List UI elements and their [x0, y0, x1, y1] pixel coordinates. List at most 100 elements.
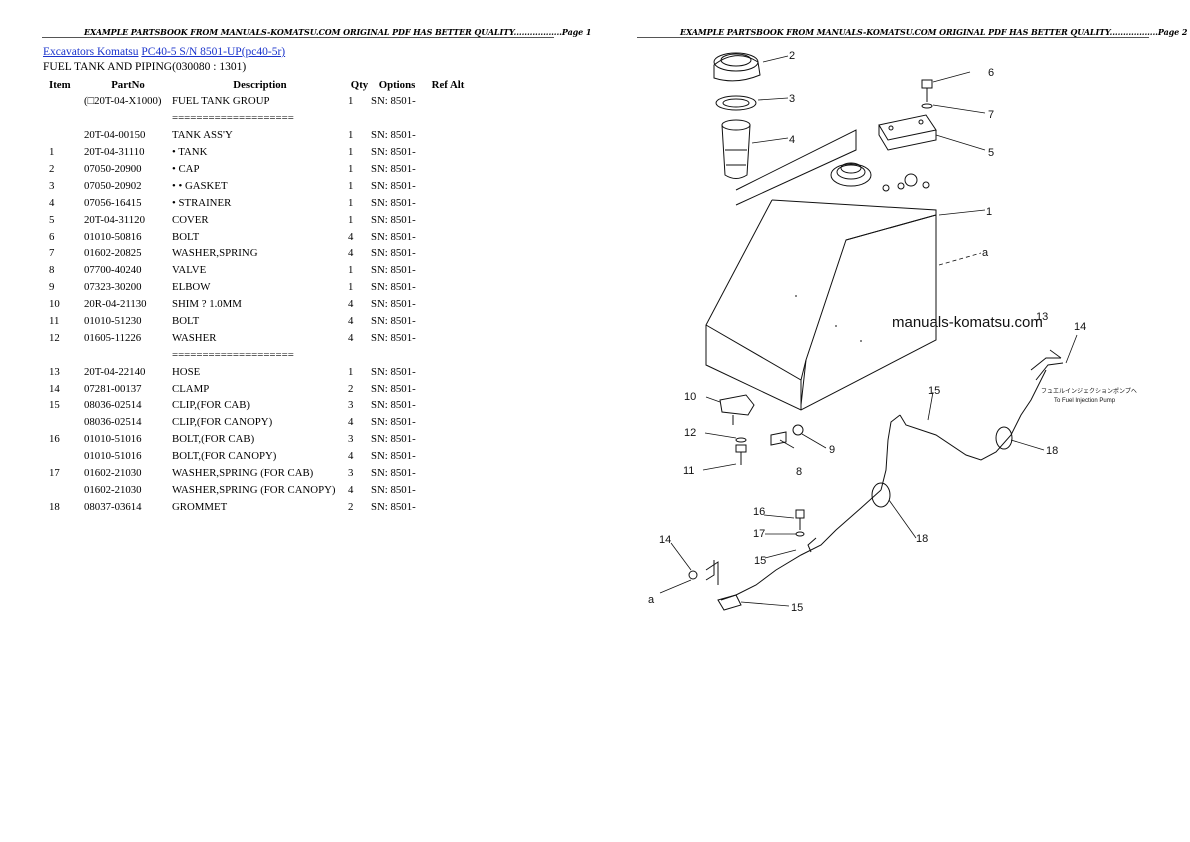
partno-cell: 20T-04-31110 — [84, 146, 145, 159]
refalt-cell — [423, 127, 473, 144]
col-header-partno: PartNo — [111, 78, 145, 91]
item-cell: 9 — [49, 281, 55, 294]
description-cell: CLIP,(FOR CANOPY) — [172, 416, 273, 429]
callout-12: 12 — [684, 427, 696, 439]
item-cell: 4 — [49, 196, 55, 209]
description-cell: WASHER,SPRING (FOR CANOPY) — [172, 483, 336, 496]
breadcrumb: Excavators Komatsu PC40-5 S/N 8501-UP(pc… — [43, 46, 285, 58]
options-cell: SN: 8501- — [371, 264, 416, 277]
qty-cell: 1 — [348, 95, 354, 108]
qty-cell: 2 — [348, 500, 354, 513]
partno-cell: 07050-20900 — [84, 163, 142, 175]
col-header-qty: Qty — [350, 78, 369, 91]
item-cell: 2 — [49, 163, 55, 175]
options-cell: SN: 8501- — [371, 281, 416, 294]
qty-cell: 2 — [348, 382, 354, 395]
partno-cell: 01010-51016 — [84, 450, 142, 463]
description-cell: BOLT,(FOR CAB) — [172, 433, 255, 446]
item-cell — [43, 127, 84, 144]
refalt-cell — [423, 144, 473, 161]
refalt-cell — [423, 245, 473, 262]
breadcrumb-link-excavators[interactable]: Excavators Komatsu — [43, 46, 139, 58]
qty-cell: 1 — [348, 281, 354, 294]
qty-cell: 1 — [348, 365, 354, 378]
breadcrumb-link-model[interactable]: PC40-5 S/N 8501-UP(pc40-5r) — [141, 46, 286, 58]
options-cell: SN: 8501- — [371, 433, 416, 446]
partno-cell: 20T-04-00150 — [84, 129, 146, 142]
item-cell: 13 — [49, 365, 60, 378]
qty-cell: 3 — [348, 399, 354, 412]
partno-cell — [84, 346, 172, 363]
description-cell: SHIM ? 1.0MM — [172, 298, 242, 311]
fuel-hose-drawing — [688, 357, 1064, 611]
refalt-cell — [423, 110, 473, 127]
partno-cell: 07323-30200 — [84, 281, 142, 294]
qty-cell: 1 — [348, 196, 354, 209]
options-cell: SN: 8501- — [371, 230, 416, 243]
refalt-cell — [423, 211, 473, 228]
qty-cell — [348, 346, 371, 363]
callout-14-left: 14 — [659, 534, 671, 546]
qty-cell: 1 — [348, 129, 354, 142]
item-cell: 7 — [49, 247, 55, 260]
description-cell: WASHER,SPRING (FOR CAB) — [172, 467, 314, 480]
callout-6: 6 — [988, 67, 994, 79]
options-cell: SN: 8501- — [371, 129, 416, 142]
description-cell: • CAP — [172, 163, 200, 175]
item-cell: 1 — [49, 146, 55, 159]
callout-a-bottom: a — [648, 594, 655, 606]
description-cell: • TANK — [172, 146, 208, 159]
options-cell: SN: 8501- — [371, 416, 416, 429]
description-cell: ==================== — [172, 112, 294, 125]
description-cell: CLIP,(FOR CAB) — [172, 399, 250, 412]
page-header-right: EXAMPLE PARTSBOOK FROM MANUALS-KOMATSU.C… — [680, 27, 1188, 37]
cap-drawing — [713, 52, 761, 82]
page-header-left: EXAMPLE PARTSBOOK FROM MANUALS-KOMATSU.C… — [84, 27, 592, 37]
callout-13: 13 — [1036, 311, 1048, 323]
qty-cell: 4 — [348, 331, 354, 344]
callout-9: 9 — [829, 444, 835, 456]
item-cell — [43, 110, 84, 127]
partno-cell: 20T-04-22140 — [84, 365, 146, 378]
qty-cell: 1 — [348, 264, 354, 277]
item-cell — [43, 448, 84, 465]
callout-5: 5 — [988, 147, 994, 159]
options-cell — [371, 110, 423, 127]
partno-cell: 08037-03614 — [84, 500, 142, 513]
partno-cell: 01010-51230 — [84, 315, 142, 328]
item-cell: 11 — [49, 315, 60, 328]
partno-cell: 01602-21030 — [84, 467, 142, 480]
refalt-cell — [423, 194, 473, 211]
partno-cell: 08036-02514 — [84, 416, 142, 429]
description-cell: ELBOW — [172, 281, 211, 294]
qty-cell: 4 — [348, 416, 354, 429]
item-cell: 15 — [49, 399, 60, 412]
callout-17: 17 — [753, 528, 765, 540]
col-header-description: Description — [233, 78, 287, 91]
qty-cell: 1 — [348, 179, 354, 192]
callout-16: 16 — [753, 506, 765, 518]
partno-cell — [84, 110, 172, 127]
partno-cell: 01602-20825 — [84, 247, 142, 260]
item-cell — [43, 346, 84, 363]
col-header-item: Item — [49, 78, 71, 91]
refalt-cell — [423, 498, 473, 515]
refalt-cell — [423, 448, 473, 465]
leader-lines — [659, 55, 1078, 607]
qty-cell: 4 — [348, 230, 354, 243]
refalt-cell — [423, 329, 473, 346]
refalt-cell — [423, 296, 473, 313]
valve-bracket-drawing — [719, 394, 804, 465]
item-cell: 14 — [49, 382, 60, 395]
parts-table-header: Item PartNo Description Qty Options Ref … — [43, 76, 473, 93]
description-cell: CLAMP — [172, 382, 210, 395]
partno-cell: 01010-50816 — [84, 230, 142, 243]
